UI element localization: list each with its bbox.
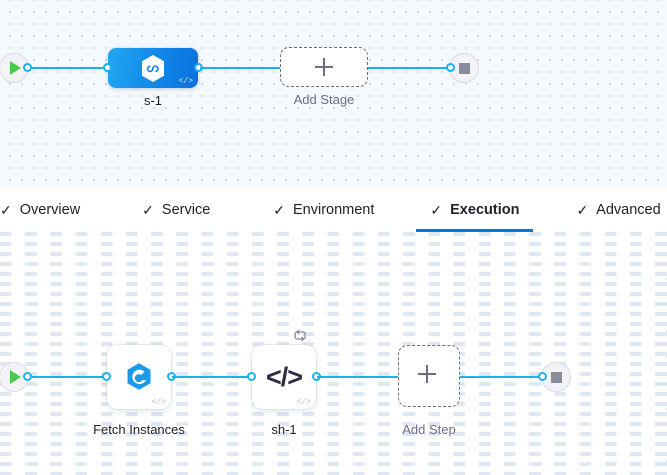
- tab-advanced[interactable]: ✓ Advanced: [576, 188, 660, 232]
- stage-node-label: s-1: [143, 93, 163, 108]
- stage-node-s-1[interactable]: </> s-1: [103, 48, 203, 108]
- edge-sh-1-to-add-step: [317, 376, 399, 378]
- stage-node-body[interactable]: </>: [108, 48, 198, 88]
- tab-overview[interactable]: ✓ Overview: [0, 188, 80, 232]
- sh-1-input-port[interactable]: [247, 372, 256, 381]
- edge-stage-to-add-stage: [200, 67, 280, 69]
- edge-start-to-stage: [32, 67, 110, 69]
- edge-start-to-fetch-instances: [32, 376, 108, 378]
- step-node-fetch-instances[interactable]: </> Fetch Instances: [93, 345, 185, 437]
- edge-add-stage-to-end: [368, 67, 452, 69]
- play-icon: [10, 61, 21, 75]
- step-node-sh-1[interactable]: </> </> sh-1: [247, 329, 321, 437]
- step-node-body[interactable]: </> </>: [252, 329, 316, 409]
- pipeline-end-node[interactable]: [446, 53, 479, 83]
- edge-fetch-instances-to-sh-1: [172, 376, 252, 378]
- add-stage-button[interactable]: [280, 47, 368, 87]
- harness-cd-hexagon-icon: [142, 54, 164, 82]
- plus-icon: [315, 58, 333, 76]
- check-icon: ✓: [576, 202, 589, 218]
- check-icon: ✓: [430, 202, 443, 218]
- step-label-sh-1: sh-1: [271, 422, 297, 437]
- tab-overview-label: Overview: [19, 202, 81, 218]
- steps-end-input-port[interactable]: [538, 372, 547, 381]
- add-step-node-wrap[interactable]: Add Step: [398, 345, 460, 437]
- steps-start-output-port[interactable]: [23, 372, 32, 381]
- plus-icon: [418, 365, 440, 387]
- fetch-instances-input-port[interactable]: [102, 372, 111, 381]
- add-stage-node[interactable]: Add Stage: [280, 47, 368, 107]
- tab-execution[interactable]: ✓ Execution: [416, 188, 534, 232]
- check-icon: ✓: [273, 202, 285, 218]
- stage-pipeline-canvas[interactable]: </> s-1 Add Stage: [0, 0, 667, 188]
- tab-execution-label: Execution: [450, 202, 520, 218]
- pipeline-start-node[interactable]: [0, 53, 32, 83]
- edge-add-step-to-end: [460, 376, 544, 378]
- stage-input-port[interactable]: [103, 63, 112, 72]
- stop-icon: [458, 62, 470, 74]
- check-icon: ✓: [142, 202, 154, 218]
- add-stage-label: Add Stage: [293, 92, 355, 107]
- steps-end-node[interactable]: [538, 362, 571, 392]
- step-code-badge: </>: [151, 398, 166, 407]
- stage-code-badge: </>: [178, 77, 193, 86]
- step-label-fetch-instances: Fetch Instances: [93, 422, 185, 437]
- tab-service[interactable]: ✓ Service: [142, 188, 210, 232]
- repeat-loop-icon: [293, 328, 308, 348]
- check-icon: ✓: [0, 202, 12, 218]
- tab-service-label: Service: [161, 202, 211, 218]
- start-output-port[interactable]: [23, 63, 32, 72]
- step-node-body[interactable]: </>: [107, 345, 171, 409]
- stage-config-tabbar: ✓ Overview ✓ Service ✓ Environment ✓ Exe…: [0, 188, 667, 232]
- tab-environment[interactable]: ✓ Environment: [273, 188, 374, 232]
- step-code-badge: </>: [296, 398, 311, 407]
- play-icon: [10, 370, 21, 384]
- add-step-label: Add Step: [402, 422, 456, 437]
- add-step-button[interactable]: [398, 345, 460, 407]
- stop-icon: [550, 371, 562, 383]
- tab-advanced-label: Advanced: [596, 202, 661, 218]
- tab-environment-label: Environment: [293, 202, 375, 218]
- shell-script-code-icon: </>: [265, 361, 303, 392]
- harness-deploy-hexagon-icon: [127, 363, 151, 390]
- execution-steps-canvas[interactable]: </> Fetch Instances </> </>: [0, 232, 667, 475]
- end-input-port[interactable]: [446, 63, 455, 72]
- steps-start-node[interactable]: [0, 362, 32, 392]
